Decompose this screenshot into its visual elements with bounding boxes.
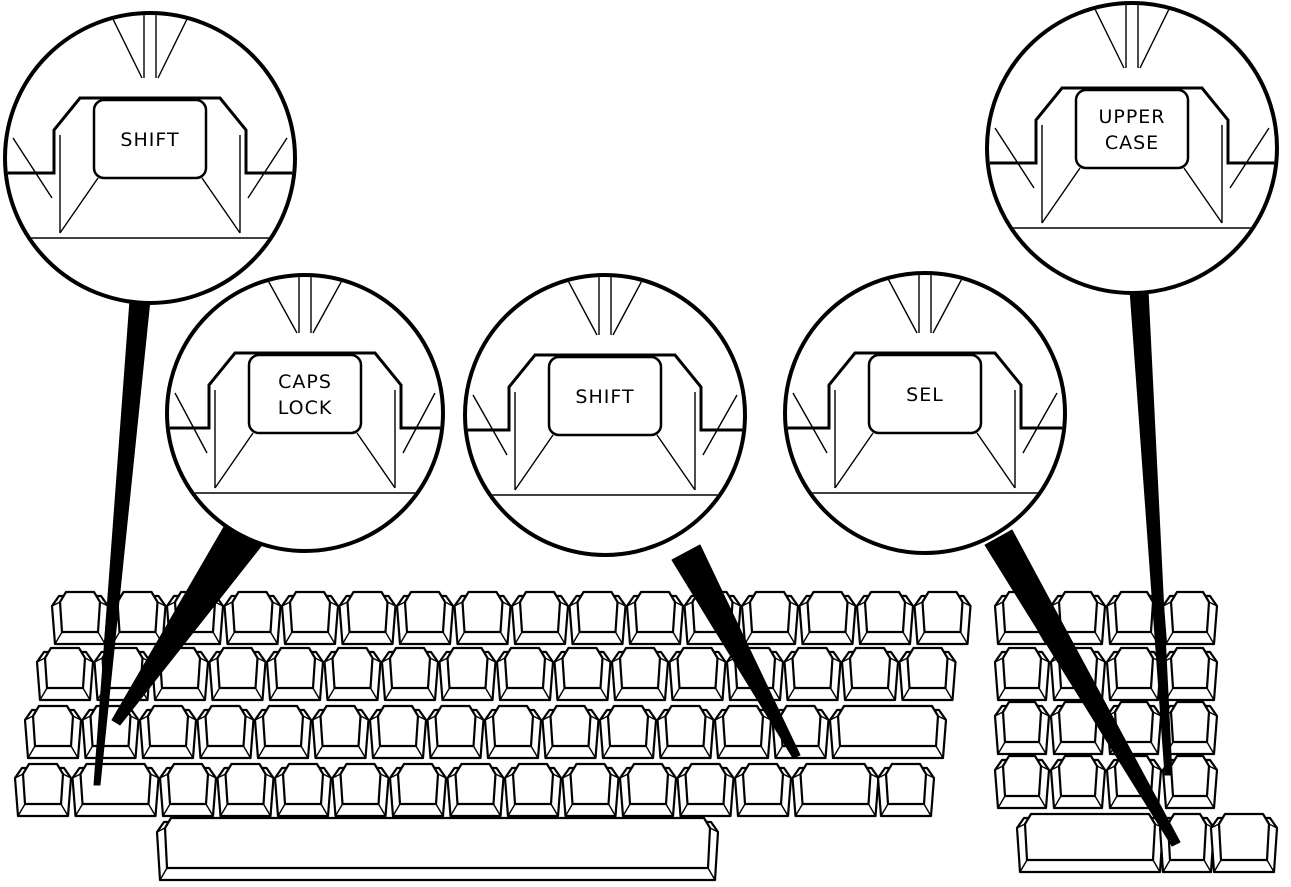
keyboard-key	[37, 648, 93, 700]
keyboard-key	[563, 764, 619, 816]
keyboard-key	[448, 764, 504, 816]
keyboard-key	[397, 592, 453, 644]
keyboard-key	[830, 706, 946, 758]
keyboard-key	[857, 592, 913, 644]
keypad-key	[1017, 814, 1163, 872]
keypad-key	[995, 702, 1049, 754]
keyboard-key	[428, 706, 484, 758]
callout-shift-right: SHIFT	[465, 275, 745, 555]
keyboard-key	[198, 706, 254, 758]
keyboard-key	[793, 764, 879, 816]
keyboard-key	[742, 592, 798, 644]
keyboard-key	[340, 592, 396, 644]
key-label-text: SHIFT	[120, 129, 179, 151]
keyboard-key	[505, 764, 561, 816]
keyboard-key	[670, 648, 726, 700]
keypad-key	[1051, 756, 1105, 808]
keyboard-key	[218, 764, 274, 816]
callout-upper-case: UPPER CASE	[987, 3, 1277, 293]
keypad-key	[1163, 702, 1217, 754]
keyboard-key	[282, 592, 338, 644]
key-label-text: UPPER	[1098, 106, 1165, 128]
keyboard-key	[570, 592, 626, 644]
keyboard-key	[678, 764, 734, 816]
keyboard-key	[497, 648, 553, 700]
key-label-text: SEL	[906, 384, 944, 406]
keyboard-key	[25, 706, 81, 758]
keyboard-key	[140, 706, 196, 758]
key-label-text: LOCK	[278, 397, 333, 419]
keyboard-key	[785, 648, 841, 700]
keyboard-key	[370, 706, 426, 758]
keyboard-key	[915, 592, 971, 644]
keyboard-key	[485, 706, 541, 758]
keyboard-key	[735, 764, 791, 816]
keypad-key	[1163, 648, 1217, 700]
keyboard-key	[512, 592, 568, 644]
keyboard-key	[842, 648, 898, 700]
keyboard-key	[267, 648, 323, 700]
keyboard-key	[382, 648, 438, 700]
callout-shift-left: SHIFT	[5, 13, 295, 303]
keyboard-key	[600, 706, 656, 758]
keyboard-key	[390, 764, 446, 816]
space-bar	[157, 818, 718, 880]
keyboard-key	[440, 648, 496, 700]
keyboard-key	[52, 592, 108, 644]
keypad-key	[1211, 814, 1277, 872]
key-label-plate	[249, 355, 361, 433]
keyboard-key	[333, 764, 389, 816]
keypad-key	[995, 756, 1049, 808]
keyboard-key	[627, 592, 683, 644]
keypad-key	[1107, 648, 1161, 700]
keyboard-key	[275, 764, 331, 816]
keyboard-key	[73, 764, 159, 816]
keyboard-key	[455, 592, 511, 644]
key-label-plate	[1076, 90, 1188, 168]
key-label-text: CASE	[1105, 132, 1159, 154]
keyboard-key	[210, 648, 266, 700]
keyboard-key	[225, 592, 281, 644]
keypad-key	[995, 648, 1049, 700]
keyboard-key	[543, 706, 599, 758]
key-label-text: CAPS	[278, 371, 332, 393]
keyboard-key	[878, 764, 934, 816]
callout-caps-lock: CAPS LOCK	[167, 275, 443, 551]
keyboard-key	[620, 764, 676, 816]
keyboard-key	[715, 706, 771, 758]
keyboard-key	[15, 764, 71, 816]
keyboard-illustration	[15, 592, 1277, 880]
keyboard-key	[800, 592, 856, 644]
callout-bubbles: SHIFT CAPS LOCK SHIFT SEL UPPER CASE	[5, 3, 1277, 555]
keyboard-key	[658, 706, 714, 758]
keyboard-key	[313, 706, 369, 758]
keyboard-key	[160, 764, 216, 816]
keyboard-key	[83, 706, 139, 758]
keyboard-key	[325, 648, 381, 700]
keyboard-key	[555, 648, 611, 700]
key-label-text: SHIFT	[575, 386, 634, 408]
keypad-key	[1163, 592, 1217, 644]
callout-sel: SEL	[785, 273, 1065, 553]
keyboard-key	[612, 648, 668, 700]
keyboard-key	[255, 706, 311, 758]
keyboard-key	[900, 648, 956, 700]
